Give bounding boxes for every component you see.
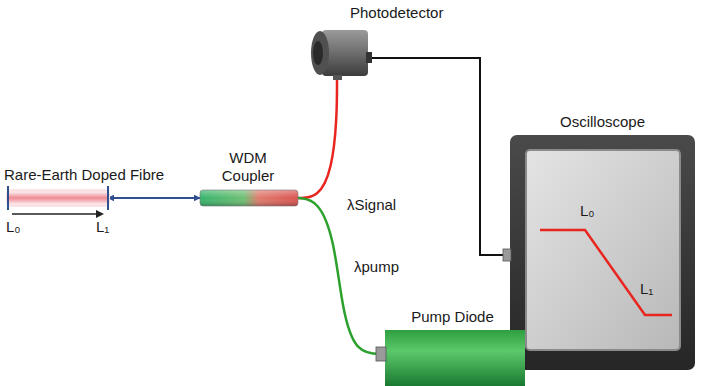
node-label: Rare-Earth Doped Fibre [4,166,164,184]
trace-label: L₀ [580,202,595,220]
length-label: L₀ [6,218,21,236]
trace-label: L₁ [640,280,653,298]
signal-trace [540,230,672,315]
detector-port [366,52,372,63]
wdm-coupler-body [200,190,298,206]
node-label: WDM Coupler [206,149,290,185]
wavelength-label: λSignal [345,196,398,214]
wavelength-label: λpump [352,258,401,276]
fibre-node: Rare-Earth Doped Fibre [8,192,108,204]
length-label: L₁ [96,218,109,236]
node-label: Oscilloscope [510,113,695,131]
fibre-link [108,197,200,199]
oscilloscope-input [503,249,511,261]
fibre-glow [6,189,110,207]
pump-fibre [298,198,385,354]
wdm-coupler-shade [200,190,298,206]
doped-fibre [8,193,108,203]
detector-lens [313,41,323,65]
oscilloscope-node: Oscilloscope [510,135,695,370]
pump-node: Pump Diode [385,330,520,386]
pump-diode-port [376,347,386,361]
length-arrow [12,213,98,215]
node-label: Pump Diode [385,308,520,326]
detector-cable [370,58,510,255]
detector-node: Photodetector [310,28,370,78]
fibre-end-mark [7,186,9,210]
coupler-node: WDM Coupler [200,190,298,206]
fibre-end-mark [107,186,109,210]
pump-diode-body [385,330,525,386]
oscilloscope-case [510,135,695,370]
signal-fibre [298,78,337,198]
detector-face [311,31,329,75]
length-arrowhead [96,210,104,218]
detector-port [333,75,342,80]
oscilloscope-screen [526,150,680,350]
node-label: Photodetector [350,4,443,22]
